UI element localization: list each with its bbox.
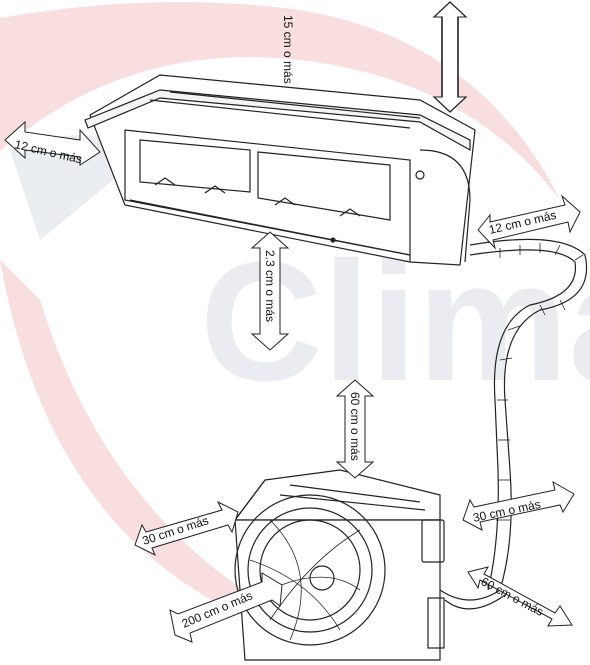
arrow-indoor-left — [4, 120, 101, 166]
arrow-outdoor-left — [134, 500, 239, 557]
arrow-indoor-right — [477, 194, 581, 250]
arrow-outdoor-right-lower — [467, 566, 573, 627]
arrow-outdoor-top — [335, 379, 375, 479]
label-indoor-bottom: 2.3 cm o más — [263, 250, 277, 322]
label-outdoor-top: 60 cm o más — [348, 392, 362, 461]
outdoor-unit-icon — [233, 469, 506, 661]
arrow-indoor-top — [432, 1, 468, 113]
arrow-indoor-bottom — [250, 231, 290, 351]
indoor-unit-icon — [84, 74, 476, 266]
arrow-outdoor-front — [169, 572, 283, 643]
label-indoor-top: 15 cm o más — [281, 15, 295, 84]
arrow-outdoor-right-upper — [462, 480, 575, 531]
